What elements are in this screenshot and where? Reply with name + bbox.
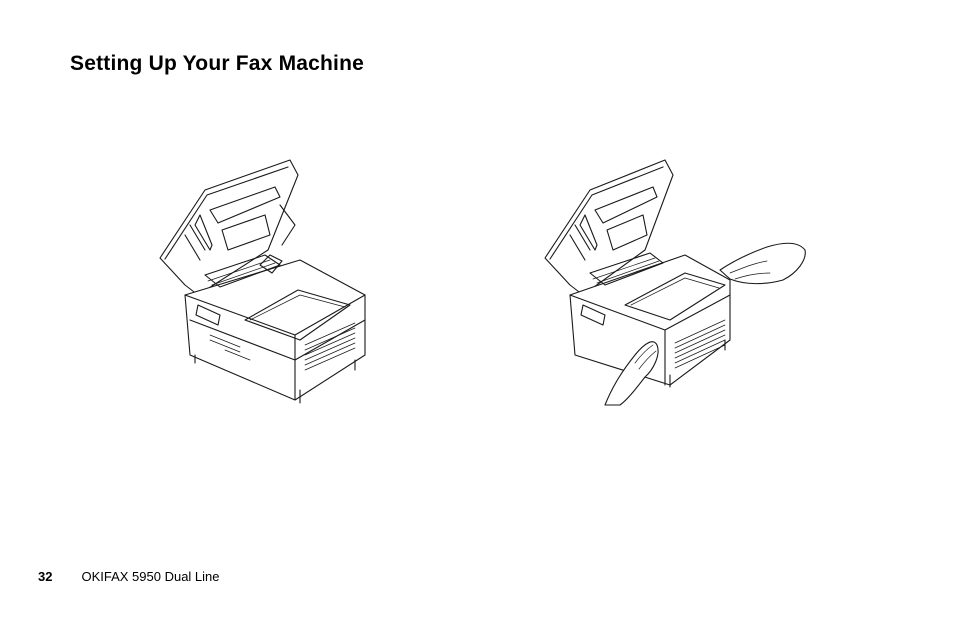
page-number: 32	[38, 569, 52, 584]
fax-machine-hands-illustration	[535, 155, 815, 415]
fax-machine-open-illustration	[150, 155, 380, 410]
page-footer: 32 OKIFAX 5950 Dual Line	[38, 569, 220, 584]
product-name: OKIFAX 5950 Dual Line	[81, 569, 219, 584]
page-title: Setting Up Your Fax Machine	[70, 52, 364, 76]
